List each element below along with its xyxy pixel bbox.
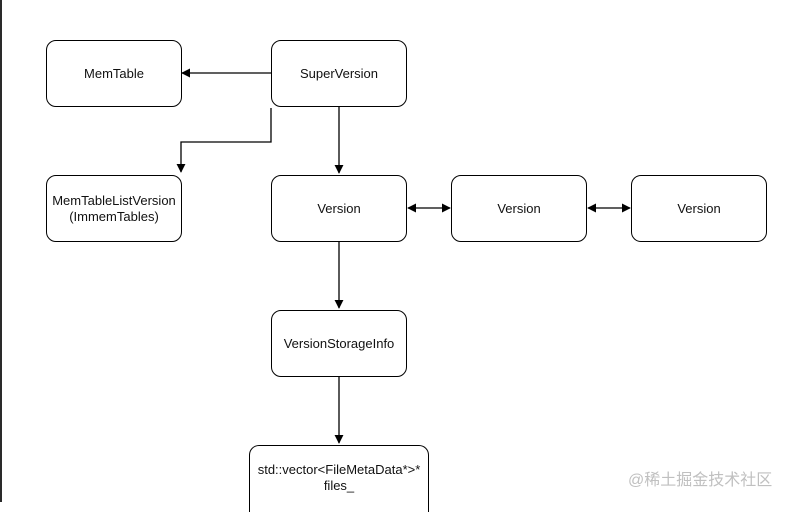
- superversion-label: SuperVersion: [299, 65, 379, 81]
- version-node-3: Version: [631, 175, 767, 242]
- left-border-line: [0, 0, 2, 502]
- superversion-node: SuperVersion: [271, 40, 407, 107]
- storageinfo-label: VersionStorageInfo: [283, 335, 395, 351]
- memtablelist-label: MemTableListVersion (ImmemTables): [52, 192, 176, 224]
- arrow-superversion-to-memtablelist: [176, 108, 272, 173]
- memtable-label: MemTable: [84, 65, 144, 81]
- memtablelist-node: MemTableListVersion (ImmemTables): [46, 175, 182, 242]
- memtable-node: MemTable: [46, 40, 182, 107]
- version-3-label: Version: [677, 200, 721, 216]
- watermark-text: @稀土掘金技术社区: [628, 472, 773, 489]
- version-2-label: Version: [497, 200, 541, 216]
- version-node-2: Version: [451, 175, 587, 242]
- version-1-label: Version: [317, 200, 361, 216]
- files-label: std::vector<FileMetaData*>* files_: [257, 462, 421, 493]
- version-node-1: Version: [271, 175, 407, 242]
- files-node: std::vector<FileMetaData*>* files_: [249, 445, 429, 512]
- storageinfo-node: VersionStorageInfo: [271, 310, 407, 377]
